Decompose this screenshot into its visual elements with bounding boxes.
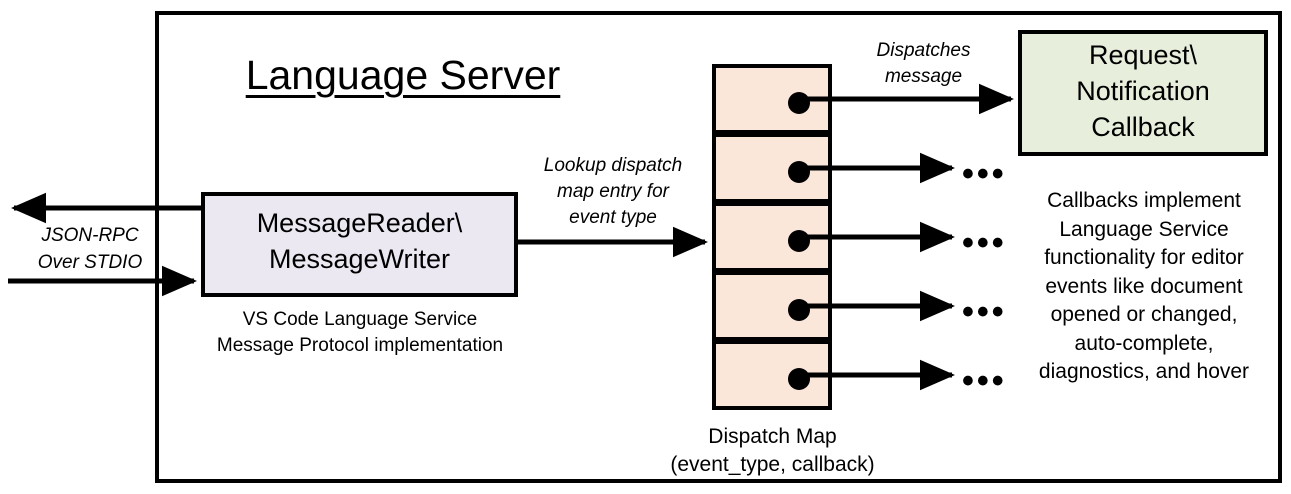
dispatch-map-row xyxy=(712,271,832,341)
ellipsis-row-5: ••• xyxy=(962,362,1007,400)
dispatch-map-entry-dot xyxy=(788,230,810,252)
json-rpc-transport-label: JSON-RPC Over STDIO xyxy=(37,225,143,273)
dispatch-map-entry-dot xyxy=(788,92,810,114)
request-notification-callback-label: Request\ Notification Callback xyxy=(1076,40,1210,142)
dispatch-map-row xyxy=(712,64,832,134)
message-reader-writer-caption: VS Code Language Service Message Protoco… xyxy=(216,309,504,357)
language-server-boundary-box xyxy=(155,11,1282,483)
dispatch-map-row xyxy=(712,133,832,203)
dispatch-map-entry-dot xyxy=(788,161,810,183)
dispatch-map-entry-dot xyxy=(788,368,810,390)
ellipsis-row-4: ••• xyxy=(962,293,1007,331)
callback-description-caption: Callbacks implement Language Service fun… xyxy=(1038,189,1250,384)
ellipsis-row-2: ••• xyxy=(962,155,1007,193)
dispatch-map-row xyxy=(712,340,832,410)
dispatches-message-label: Dispatches message xyxy=(876,40,971,88)
message-reader-writer-box xyxy=(201,192,518,297)
message-reader-writer-label: MessageReader\ MessageWriter xyxy=(256,208,463,275)
dispatch-map-caption: Dispatch Map (event_type, callback) xyxy=(670,425,875,476)
page-title: Language Server xyxy=(245,52,561,98)
request-notification-callback-box xyxy=(1018,30,1268,156)
dispatch-map-entry-dot xyxy=(788,299,810,321)
dispatch-map-row xyxy=(712,202,832,272)
dispatch-map-table xyxy=(712,64,832,411)
lookup-dispatch-label: Lookup dispatch map entry for event type xyxy=(543,155,683,229)
ellipsis-row-3: ••• xyxy=(962,224,1007,262)
